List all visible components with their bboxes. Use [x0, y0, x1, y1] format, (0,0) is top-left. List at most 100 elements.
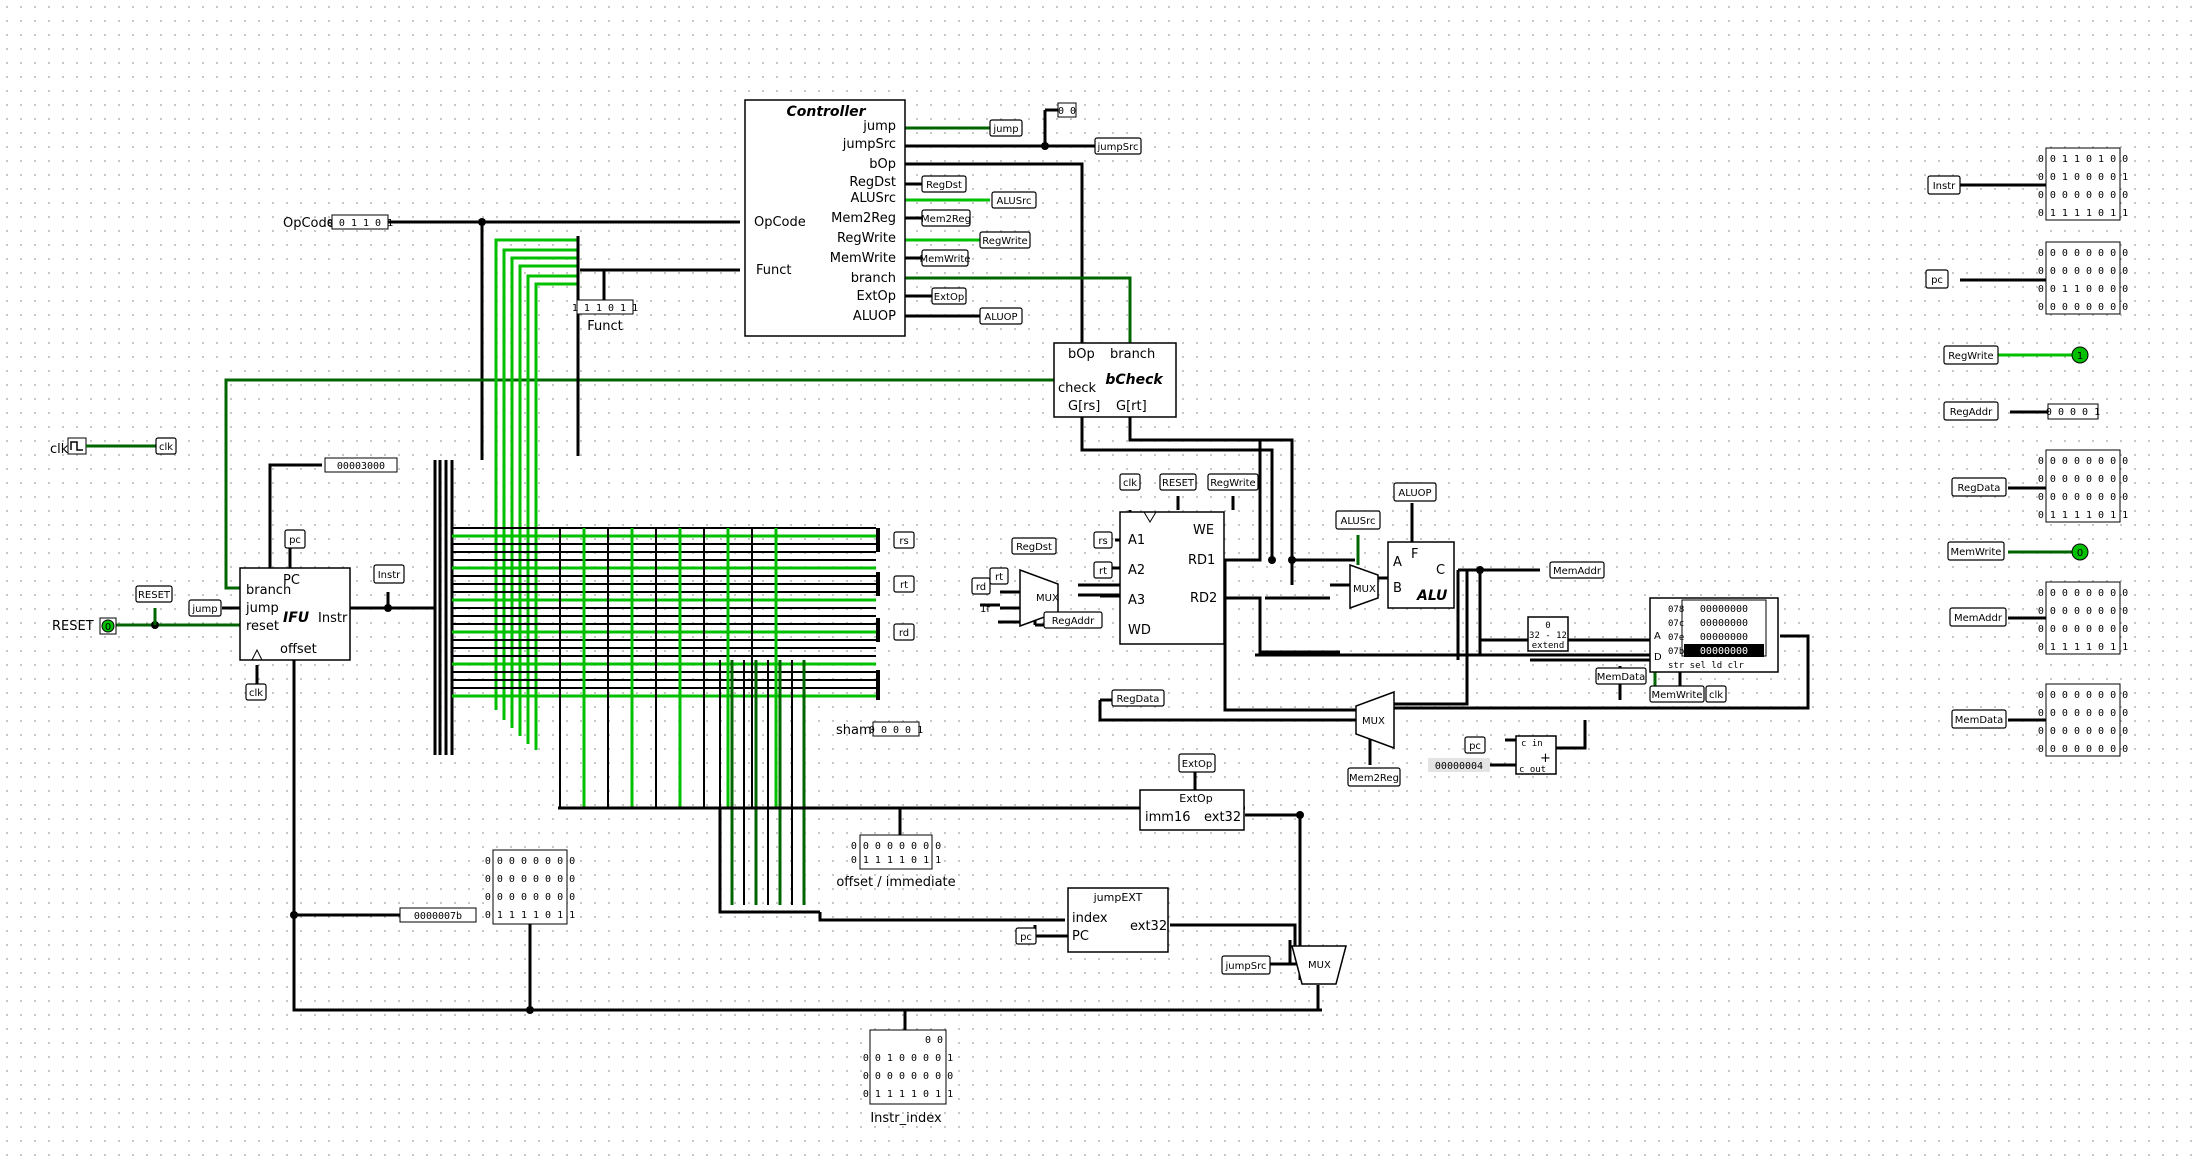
ctrl-tunnel-memwrite: MemWrite [920, 254, 971, 265]
reset-input[interactable]: RESET 0 RESET [52, 585, 173, 635]
controller-title: Controller [786, 104, 866, 120]
svg-text:jump: jump [245, 601, 279, 616]
svg-text:00000004: 00000004 [1435, 761, 1483, 772]
svg-text:0 0 0 0 0 0 0 0: 0 0 0 0 0 0 0 0 [485, 856, 575, 867]
svg-text:Instr_index: Instr_index [870, 1111, 942, 1126]
mem2reg-tunnel: Mem2Reg [1349, 773, 1399, 784]
svg-text:0 1 1 1 1 0 1 1: 0 1 1 1 1 0 1 1 [2038, 642, 2128, 653]
pc-const-7b: 0000007b [399, 907, 477, 923]
controller-out-mem2reg: Mem2Reg [831, 211, 896, 226]
jumpext-block[interactable]: jumpEXT index PC ext32 [1067, 887, 1169, 953]
alu-block[interactable]: A B F C ALU [1387, 541, 1455, 609]
controller-out-jump: jump [862, 119, 896, 134]
svg-text:0 0 0 0 0 0 0 0: 0 0 0 0 0 0 0 0 [2038, 474, 2128, 485]
svg-text:0 0 0 0 0 0 0 0: 0 0 0 0 0 0 0 0 [2038, 248, 2128, 259]
ctrl-tunnel-jump: jump [992, 124, 1018, 135]
svg-text:MemData: MemData [1597, 672, 1645, 683]
offset-immediate-probe: 0 0 0 0 0 0 0 0 0 1 1 1 1 0 1 1 offset /… [836, 834, 956, 890]
svg-text:extend: extend [1532, 641, 1565, 651]
svg-text:0 0 1 1 0 1 0 0: 0 0 1 1 0 1 0 0 [2038, 154, 2128, 165]
bcheck-title: bCheck [1105, 372, 1164, 388]
rd-tunnel: rd [899, 628, 909, 639]
svg-text:WD: WD [1128, 623, 1151, 638]
svg-text:0 1 1 1 1 0 1 1: 0 1 1 1 1 0 1 1 [851, 855, 941, 866]
ctrl-tunnel-aluop: ALUOP [984, 312, 1017, 323]
clock-input[interactable]: clk clk [50, 437, 177, 457]
svg-text:RegAddr: RegAddr [1052, 616, 1095, 627]
svg-text:0 0 0 0 0 0 0 0: 0 0 0 0 0 0 0 0 [851, 841, 941, 852]
svg-text:0 1 1 1 1 0 1 1: 0 1 1 1 1 0 1 1 [485, 910, 575, 921]
ifu-instr-tunnel: Instr [378, 570, 401, 581]
svg-text:+: + [1540, 751, 1551, 766]
ifu-block[interactable]: branch jump reset IFU Instr offset PC [239, 567, 351, 661]
svg-text:C: C [1436, 563, 1445, 578]
controller-out-branch: branch [851, 271, 896, 286]
svg-text:0 0 0 0 0 0 0 0: 0 0 0 0 0 0 0 0 [2038, 456, 2128, 467]
field-splitters: rs rt rd shamt 0 0 0 0 1 [836, 528, 923, 738]
svg-text:Instr: Instr [1933, 181, 1956, 192]
extop-block[interactable]: ExtOp imm16 ext32 [1139, 789, 1245, 831]
funct-label: Funct [587, 319, 623, 334]
svg-text:0 0 0 0 0 0 0 0: 0 0 0 0 0 0 0 0 [2038, 266, 2128, 277]
ifu-clk-tunnel: clk [249, 688, 263, 699]
controller-tunnels: jumpjumpSrcRegDstALUSrcMem2RegRegWriteMe… [920, 119, 1142, 325]
grf-reset-tunnel: RESET [1162, 478, 1195, 489]
svg-text:B: B [1393, 581, 1402, 596]
svg-text:MemData: MemData [1955, 715, 2003, 726]
svg-text:clk: clk [1709, 690, 1723, 701]
const-00: 0 0 [1057, 102, 1077, 118]
ext-block: 0 32 - 12 extend [1527, 616, 1569, 652]
svg-text:07b: 07b [1668, 647, 1684, 657]
controller-out-alusrc: ALUSrc [851, 191, 896, 206]
svg-text:RegData: RegData [1117, 694, 1160, 705]
svg-text:0: 0 [1545, 621, 1550, 631]
opcode-pin[interactable]: OpCode 0 0 1 1 0 1 [283, 214, 393, 231]
svg-text:check: check [1058, 381, 1097, 396]
svg-text:Instr: Instr [318, 611, 348, 626]
svg-text:0 0 1 0 0 0 0 1: 0 0 1 0 0 0 0 1 [863, 1053, 953, 1064]
wires [116, 108, 2072, 1030]
instr-index-probe: 0 0 0 0 1 0 0 0 0 1 0 0 0 0 0 0 0 0 0 1 … [863, 1029, 953, 1126]
controller-block[interactable]: Controller OpCode Funct jumpjumpSrcbOpRe… [744, 99, 906, 337]
rt-tunnel: rt [900, 580, 908, 591]
reset-tunnel: RESET [138, 590, 171, 601]
svg-text:c out: c out [1519, 765, 1546, 775]
svg-text:00000000: 00000000 [1700, 646, 1748, 657]
svg-text:MemWrite: MemWrite [1951, 547, 2002, 558]
svg-text:PC: PC [1072, 929, 1089, 944]
svg-text:jumpEXT: jumpEXT [1093, 891, 1143, 904]
svg-text:0 0 0 0 0 0 0 0: 0 0 0 0 0 0 0 0 [2038, 690, 2128, 701]
controller-out-regwrite: RegWrite [837, 231, 896, 246]
bcheck-block[interactable]: bOp branch bCheck check G[rs] G[rt] [1053, 342, 1177, 418]
svg-text:RegWrite: RegWrite [1948, 351, 1993, 362]
svg-text:0 0 0 0 0 0 0 0: 0 0 0 0 0 0 0 0 [2038, 588, 2128, 599]
svg-text:0 0 0 0 0 0 0 0: 0 0 0 0 0 0 0 0 [863, 1071, 953, 1082]
pc-value: 00003000 [337, 461, 385, 472]
funct-value: 1 1 1 0 1 1 [572, 303, 638, 314]
controller-out-jumpsrc: jumpSrc [842, 137, 896, 152]
svg-text:0 0 0 0 0 0 0 0: 0 0 0 0 0 0 0 0 [2038, 708, 2128, 719]
svg-text:ext32: ext32 [1130, 919, 1167, 934]
svg-text:MemAddr: MemAddr [1954, 613, 2003, 624]
jumpsrc-tunnel: jumpSrc [1225, 961, 1267, 972]
svg-text:G[rt]: G[rt] [1116, 399, 1147, 414]
ctrl-tunnel-mem2reg: Mem2Reg [921, 214, 971, 225]
funct-probe: 1 1 1 0 1 1 Funct [572, 299, 638, 334]
svg-text:clk: clk [50, 442, 69, 457]
ctrl-tunnel-alusrc: ALUSrc [997, 196, 1032, 207]
ctrl-tunnel-regdst: RegDst [926, 180, 962, 191]
svg-text:offset / immediate: offset / immediate [836, 875, 955, 890]
svg-text:0 1 1 1 1 0 1 1: 0 1 1 1 1 0 1 1 [863, 1089, 953, 1100]
extop-tunnel: ExtOp [1182, 759, 1212, 770]
svg-text:rd: rd [976, 582, 986, 593]
grf-block[interactable]: A1 A2 A3 WD WE RD1 RD2 [1119, 511, 1225, 645]
grf-regwrite-tunnel: RegWrite [1210, 478, 1255, 489]
svg-text:D: D [1654, 652, 1662, 663]
svg-text:PC: PC [283, 573, 300, 588]
left-probe: 0 0 0 0 0 0 0 0 0 0 0 0 0 0 0 0 0 0 0 0 … [485, 849, 575, 925]
svg-text:str sel ld clr: str sel ld clr [1668, 661, 1744, 671]
svg-text:rt: rt [995, 572, 1003, 583]
pc-adder: pc 00000004 c in + c out [1428, 735, 1557, 775]
svg-text:32 - 12: 32 - 12 [1529, 631, 1567, 641]
